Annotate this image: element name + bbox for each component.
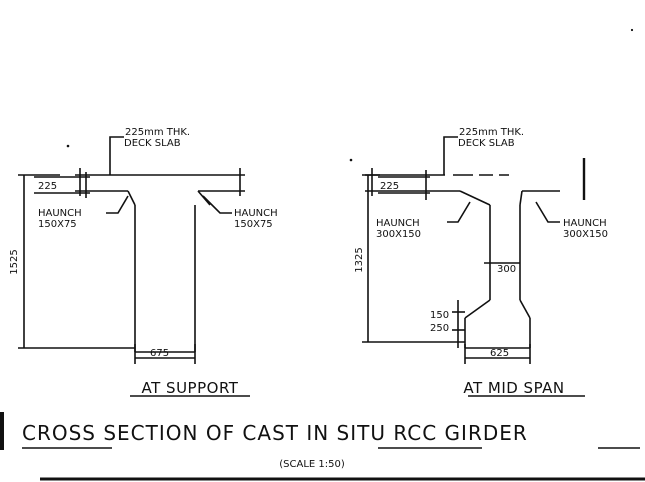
midspan-caption: AT MID SPAN bbox=[463, 379, 564, 397]
midspan-section bbox=[362, 136, 586, 397]
midspan-slab-label-1: 225mm THK. bbox=[459, 127, 524, 138]
midspan-bulb-dim-2: 250 bbox=[430, 323, 449, 334]
midspan-haunch-right-1: HAUNCH bbox=[563, 218, 607, 229]
drawing-title: CROSS SECTION OF CAST IN SITU RCC GIRDER bbox=[22, 421, 528, 445]
support-depth-label: 1525 bbox=[9, 249, 20, 274]
support-slab-thickness: 225 bbox=[38, 181, 57, 192]
speck-1 bbox=[66, 144, 70, 148]
speck-2 bbox=[349, 158, 353, 162]
midspan-haunch-left-1: HAUNCH bbox=[376, 218, 420, 229]
support-section bbox=[18, 136, 250, 397]
midspan-haunch-right bbox=[519, 190, 523, 206]
title-left-marker bbox=[0, 412, 4, 450]
midspan-haunch-left-2: 300X150 bbox=[376, 229, 421, 240]
midspan-bulb-dim-1: 150 bbox=[430, 310, 449, 321]
support-slab-leader bbox=[109, 136, 124, 175]
midspan-haunch-left-leader bbox=[447, 201, 471, 223]
midspan-depth-label: 1325 bbox=[354, 247, 365, 272]
support-haunch-left-leader bbox=[106, 195, 129, 214]
midspan-haunch-right-leader bbox=[535, 201, 560, 223]
support-haunch-left-1: HAUNCH bbox=[38, 208, 82, 219]
speck-3 bbox=[630, 28, 634, 32]
support-slab-label-2: DECK SLAB bbox=[124, 138, 181, 149]
midspan-haunch-right-2: 300X150 bbox=[563, 229, 608, 240]
support-slab-label-1: 225mm THK. bbox=[125, 127, 190, 138]
support-haunch-right-1: HAUNCH bbox=[234, 208, 278, 219]
support-haunch-left bbox=[127, 190, 136, 206]
support-haunch-right-2: 150X75 bbox=[234, 219, 273, 230]
title-block: CROSS SECTION OF CAST IN SITU RCC GIRDER… bbox=[0, 412, 645, 481]
scale-note: (SCALE 1:50) bbox=[279, 459, 345, 470]
support-haunch-right-leader bbox=[202, 195, 232, 214]
midspan-slab-label-2: DECK SLAB bbox=[458, 138, 515, 149]
midspan-haunch-left bbox=[459, 190, 491, 206]
midspan-bulb-right-slope bbox=[519, 299, 531, 319]
midspan-bottom-width-label: 625 bbox=[490, 348, 509, 359]
support-labels: 225mm THK. DECK SLAB 225 HAUNCH 150X75 H… bbox=[9, 127, 278, 397]
midspan-bulb-left-slope bbox=[464, 299, 491, 319]
midspan-slab-thickness: 225 bbox=[380, 181, 399, 192]
midspan-slab-leader bbox=[443, 136, 458, 175]
midspan-web-dim-label: 300 bbox=[497, 264, 516, 275]
support-web-width-label: 675 bbox=[150, 348, 169, 359]
support-caption: AT SUPPORT bbox=[142, 379, 239, 397]
midspan-labels: 225mm THK. DECK SLAB 225 HAUNCH 300X150 … bbox=[354, 127, 608, 397]
support-haunch-left-2: 150X75 bbox=[38, 219, 77, 230]
